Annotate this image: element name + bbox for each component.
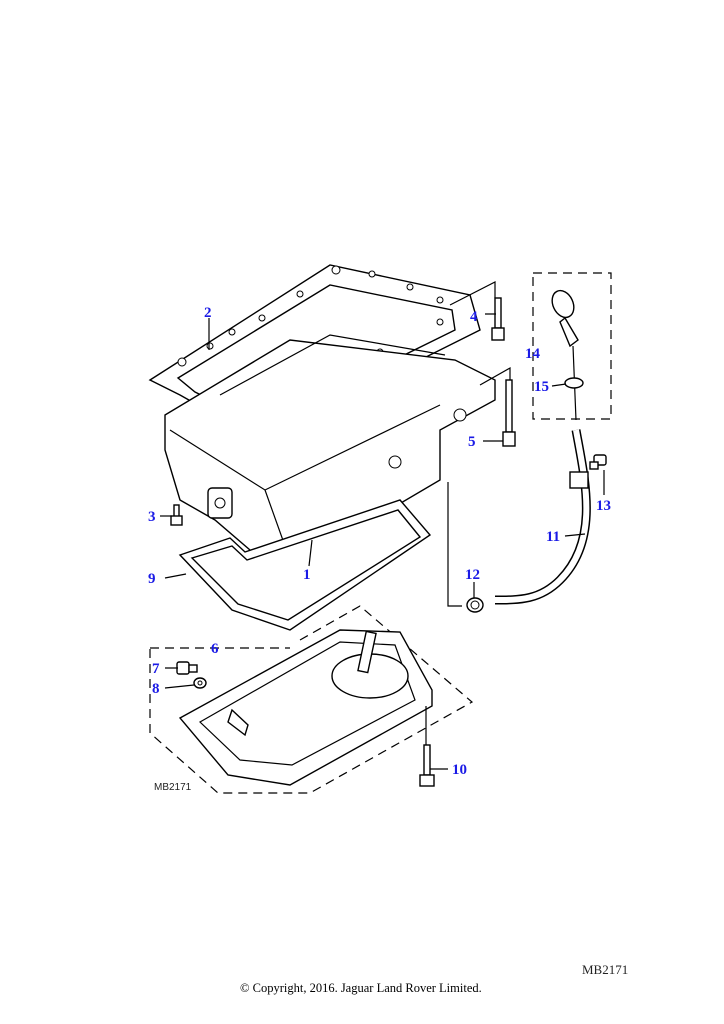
callout-3: 3 bbox=[148, 509, 156, 525]
callout-14: 14 bbox=[525, 346, 541, 362]
bolt-4 bbox=[491, 297, 505, 341]
callout-15: 15 bbox=[534, 379, 549, 395]
copyright-notice: © Copyright, 2016. Jaguar Land Rover Lim… bbox=[240, 981, 482, 995]
bolt-3 bbox=[170, 504, 183, 526]
callout-7: 7 bbox=[152, 661, 160, 677]
oil-pan-lower bbox=[178, 629, 433, 786]
callout-8: 8 bbox=[152, 681, 160, 697]
diagram-reference-inner: MB2171 bbox=[154, 782, 192, 793]
lower-gasket bbox=[178, 499, 432, 631]
dipstick bbox=[551, 289, 584, 421]
callout-11: 11 bbox=[546, 529, 560, 545]
diagram-reference: MB2171 bbox=[582, 962, 629, 977]
callout-2: 2 bbox=[204, 305, 212, 321]
bolt-5 bbox=[502, 379, 516, 447]
bolt-13 bbox=[589, 454, 607, 470]
callout-10: 10 bbox=[452, 762, 467, 778]
washer-8 bbox=[193, 677, 207, 689]
callout-13: 13 bbox=[596, 498, 611, 514]
dipstick-tube bbox=[494, 429, 591, 605]
callout-1: 1 bbox=[303, 567, 311, 583]
callout-6: 6 bbox=[211, 641, 219, 657]
callout-4: 4 bbox=[470, 309, 478, 325]
dipstick-group-box bbox=[532, 272, 612, 420]
seal-12 bbox=[466, 597, 484, 613]
callout-5: 5 bbox=[468, 434, 476, 450]
lower-pan-group-box bbox=[149, 605, 474, 794]
callout-9: 9 bbox=[148, 571, 156, 587]
bolt-10 bbox=[419, 744, 435, 787]
callout-12: 12 bbox=[465, 567, 480, 583]
leader-lines bbox=[160, 281, 605, 770]
oil-pan-upper bbox=[164, 334, 496, 561]
drain-plug-7 bbox=[176, 661, 198, 675]
